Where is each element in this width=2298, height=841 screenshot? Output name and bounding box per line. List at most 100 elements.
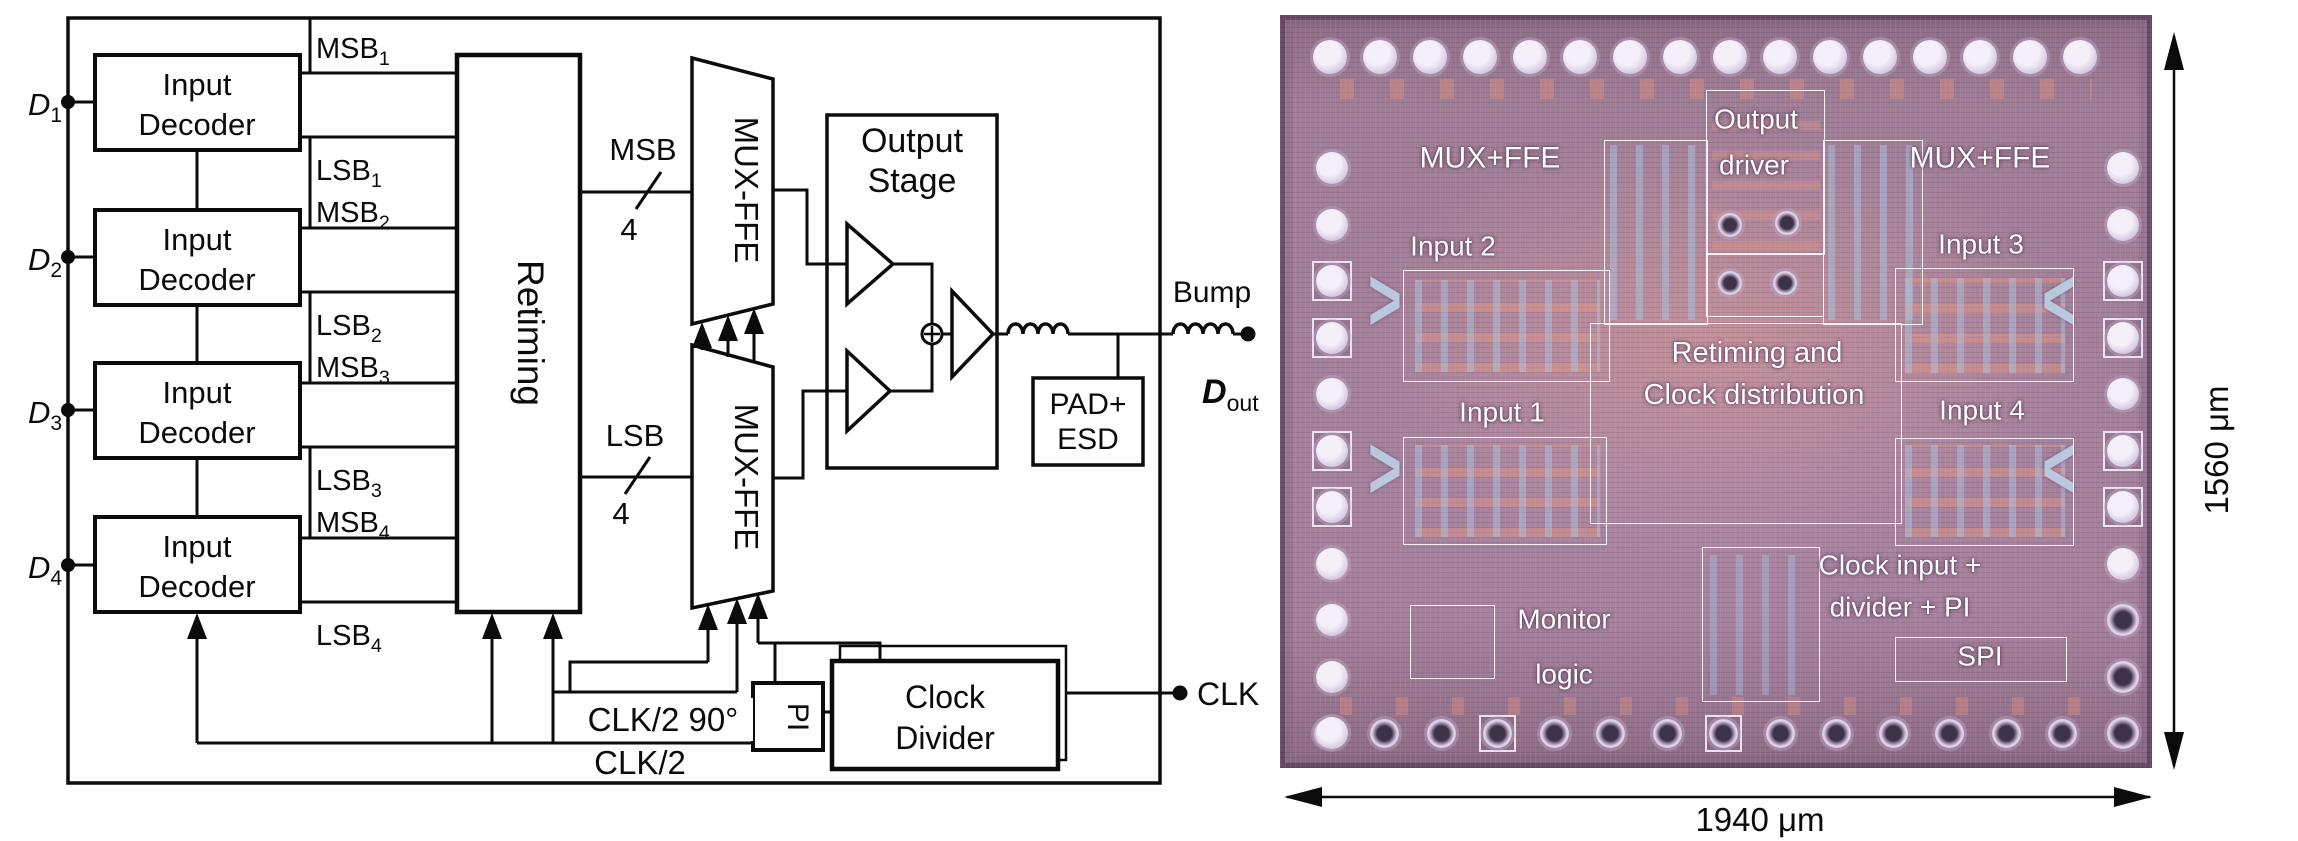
via-pad: [1775, 211, 1799, 235]
arrow-up-icon: [543, 613, 563, 639]
input4-region: [1895, 438, 2074, 546]
chip-circuit-patch: [1610, 145, 1702, 320]
chip-texture-grid: [1280, 15, 2152, 768]
bond-pad: [1822, 718, 1851, 748]
chip-circuit-patch: [1340, 79, 2092, 99]
bond-pad: [1426, 718, 1456, 748]
core-left-region: [1604, 140, 1708, 325]
chip-label-mux_ffe_right: MUX+FFE: [1909, 141, 2051, 175]
input-decoder-label-2: Decoder: [138, 107, 255, 142]
pad-esd-block: [1031, 376, 1145, 467]
mux-ffe-top-block: [690, 55, 775, 327]
arrow-up-icon: [698, 604, 718, 630]
bit-label: MSB3: [316, 352, 390, 389]
chip-circuit-patch: [1828, 145, 1918, 320]
arrow-right-icon: [2114, 787, 2152, 807]
chip-height-label: 1560 μm: [2198, 385, 2235, 514]
chip-label-input_3: Input 3: [1938, 228, 2024, 260]
output-stage-block: [825, 113, 999, 470]
bond-pad: [2107, 547, 2139, 580]
chip-circuit-patch: [1905, 445, 2065, 537]
chip-label-monitor_2: logic: [1535, 658, 1593, 690]
bond-pad: [1613, 40, 1647, 74]
bond-pad: [1413, 40, 1447, 74]
lsb-bus-label: LSB: [606, 418, 665, 453]
bond-pad: [2048, 718, 2077, 748]
chip-circuit-patch: [1905, 278, 2065, 373]
arrow-up-icon: [2164, 32, 2184, 70]
bit-label: MSB2: [316, 197, 390, 234]
bond-pad: [1596, 718, 1625, 748]
input-decoder-label-2: Decoder: [138, 569, 255, 604]
chip-label-clock_input_1: Clock input +: [1818, 549, 1982, 581]
data-input-label: D3: [28, 395, 62, 435]
bit-label: LSB2: [316, 310, 382, 347]
inductor-icon: [1006, 322, 1070, 335]
clock-divider-block: [829, 658, 1061, 772]
bit-label: LSB1: [316, 155, 382, 192]
bond-pad: [1370, 718, 1399, 748]
spi-region: [1895, 637, 2067, 682]
pad-esd-label-1: PAD+: [1050, 388, 1127, 421]
input-decoder-label-1: Input: [163, 375, 232, 410]
bond-pad: [1765, 718, 1795, 748]
clock-region: [1702, 547, 1820, 702]
input-decoder-label-1: Input: [163, 529, 232, 564]
data-input-label: D2: [28, 242, 62, 282]
bond-pad: [2107, 604, 2139, 636]
bond-pad: [1316, 152, 1348, 184]
mux-ffe-top-label: MUX-FFE: [728, 117, 765, 264]
bond-pad: [1316, 378, 1348, 410]
bump-label: Bump: [1173, 276, 1251, 309]
arrow-up-icon: [692, 322, 712, 348]
arrow-left-icon: [1284, 787, 1322, 807]
chip-label-input_4: Input 4: [1939, 394, 2025, 426]
bond-pad: [2013, 40, 2047, 74]
clk-label: CLK: [1197, 676, 1259, 712]
input2-region: [1403, 270, 1610, 382]
lsb-path-wire: [773, 389, 847, 480]
bond-pad: [1813, 40, 1847, 74]
clk-terminal-dot: [1172, 685, 1188, 701]
input-decoder-label-1: Input: [163, 67, 232, 102]
clk2-label: CLK/2: [594, 744, 686, 781]
bond-pad: [2107, 434, 2139, 467]
bond-chevron-icon: <: [2042, 418, 2076, 519]
amplifier-icon: [950, 286, 996, 382]
bond-pad: [2107, 152, 2139, 184]
clk2-90-label: CLK/2 90°: [588, 701, 739, 738]
bond-pad: [1313, 40, 1347, 74]
bond-chevron-icon: <: [2042, 250, 2076, 351]
bond-pad: [1709, 718, 1738, 748]
arrow-up-icon: [744, 308, 764, 334]
bond-pad: [1316, 434, 1348, 467]
clock-divider-label-2: Divider: [895, 720, 995, 756]
bond-pad: [2063, 40, 2097, 74]
bump-inductor-icon: [1171, 322, 1235, 335]
chip-label-monitor_1: Monitor: [1517, 603, 1611, 635]
bond-pad: [1316, 265, 1348, 297]
chip-label-mux_ffe_left: MUX+FFE: [1419, 141, 1561, 175]
bond-pad: [1863, 40, 1897, 74]
chip-circuit-patch: [1415, 280, 1600, 372]
output-driver-region: [1706, 90, 1825, 255]
bond-pad: [1483, 718, 1512, 748]
data-input-label: D4: [28, 550, 62, 590]
lsb-bus-width: 4: [612, 496, 629, 531]
input-decoder-label-2: Decoder: [138, 262, 255, 297]
chip-label-input_2: Input 2: [1410, 230, 1496, 262]
retiming-block: [454, 52, 583, 615]
chip-circuit-patch: [1340, 697, 2092, 715]
mux-ffe-bottom-label: MUX-FFE: [728, 404, 765, 551]
chip-label-input_1: Input 1: [1459, 396, 1545, 428]
data-input-dot: [61, 403, 75, 417]
clk2-90-branch-wire: [568, 660, 708, 692]
bond-pad: [2107, 491, 2139, 523]
core-right-region: [1823, 140, 1923, 325]
bond-pad: [2107, 717, 2139, 749]
msb-path-wire: [773, 188, 847, 266]
input3-region: [1895, 268, 2074, 382]
bond-chevron-icon: >: [1368, 418, 1402, 519]
